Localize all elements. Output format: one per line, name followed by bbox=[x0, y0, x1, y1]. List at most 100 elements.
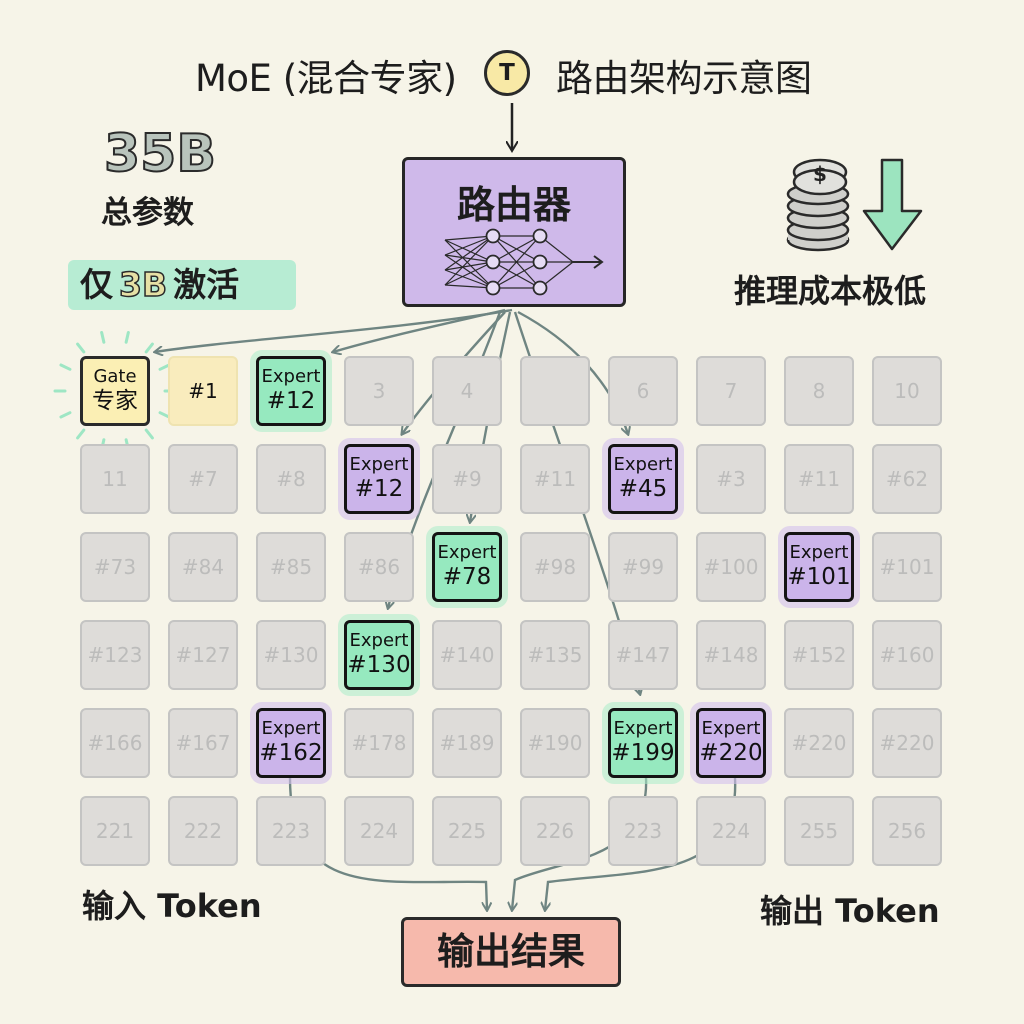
expert-cell: #84 bbox=[168, 532, 238, 602]
down-arrow-icon bbox=[862, 158, 923, 251]
neural-network-icon bbox=[444, 228, 604, 296]
expert-cell: 7 bbox=[696, 356, 766, 426]
cell-title: Gate bbox=[93, 366, 137, 388]
expert-cell: 223 bbox=[608, 796, 678, 866]
expert-cell: 224 bbox=[344, 796, 414, 866]
expert-cell: #62 bbox=[872, 444, 942, 514]
expert-cell: #8 bbox=[256, 444, 326, 514]
expert-cell: #220 bbox=[872, 708, 942, 778]
expert-cell: 221 bbox=[80, 796, 150, 866]
token-icon: T bbox=[484, 50, 530, 96]
expert-cell: 10 bbox=[872, 356, 942, 426]
expert-cell: #178 bbox=[344, 708, 414, 778]
expert-cell: #11 bbox=[520, 444, 590, 514]
title-prefix: MoE (混合专家) bbox=[195, 57, 457, 100]
expert-cell: 3 bbox=[344, 356, 414, 426]
arrow-to-expert-12a bbox=[333, 308, 506, 352]
expert-cell: #98 bbox=[520, 532, 590, 602]
active-expert-cell: Expert#130 bbox=[344, 620, 414, 690]
expert-cell: #7 bbox=[168, 444, 238, 514]
router-box: 路由器 bbox=[402, 157, 626, 307]
gate-ray bbox=[144, 428, 154, 440]
expert-cell: #160 bbox=[872, 620, 942, 690]
expert-cell: #130 bbox=[256, 620, 326, 690]
cell-id: #12 bbox=[354, 476, 404, 502]
expert-cell: #73 bbox=[80, 532, 150, 602]
gate-ray bbox=[158, 363, 171, 371]
active-expert-cell: Expert#12 bbox=[256, 356, 326, 426]
token-glyph: T bbox=[499, 60, 515, 86]
gate-ray bbox=[76, 342, 86, 354]
gate-ray bbox=[144, 342, 154, 354]
expert-cell: #123 bbox=[80, 620, 150, 690]
cell-id: #45 bbox=[618, 476, 668, 502]
cell-id: #78 bbox=[442, 564, 492, 590]
expert-cell: 223 bbox=[256, 796, 326, 866]
gate-ray bbox=[100, 331, 106, 344]
active-expert-cell: Expert#12 bbox=[344, 444, 414, 514]
expert-cell: #166 bbox=[80, 708, 150, 778]
active-expert-cell: Expert#78 bbox=[432, 532, 502, 602]
gate-ray bbox=[76, 428, 86, 440]
expert-cell: #86 bbox=[344, 532, 414, 602]
cell-id: #199 bbox=[611, 740, 675, 766]
expert-cell: 6 bbox=[608, 356, 678, 426]
cell-title: Expert bbox=[349, 454, 409, 476]
expert-cell: #1 bbox=[168, 356, 238, 426]
cell-id: #12 bbox=[266, 388, 316, 414]
expert-cell: #148 bbox=[696, 620, 766, 690]
expert-cell: #85 bbox=[256, 532, 326, 602]
cell-id: #162 bbox=[259, 740, 323, 766]
router-label: 路由器 bbox=[456, 183, 571, 227]
expert-cell bbox=[520, 356, 590, 426]
activated-value: 3B bbox=[118, 264, 168, 305]
cell-id: 专家 bbox=[92, 388, 138, 414]
expert-cell: #220 bbox=[784, 708, 854, 778]
active-expert-cell: Expert#162 bbox=[256, 708, 326, 778]
expert-cell: #127 bbox=[168, 620, 238, 690]
coin-symbol: $ bbox=[813, 162, 827, 186]
expert-cell: #189 bbox=[432, 708, 502, 778]
cell-title: Expert bbox=[261, 366, 321, 388]
cell-title: Expert bbox=[349, 630, 409, 652]
expert-cell: #11 bbox=[784, 444, 854, 514]
expert-cell: 225 bbox=[432, 796, 502, 866]
cell-title: Expert bbox=[613, 454, 673, 476]
input-token-label: 输入 Token bbox=[82, 887, 262, 925]
gate-ray bbox=[124, 331, 130, 344]
gate-ray bbox=[59, 411, 72, 419]
output-token-label: 输出 Token bbox=[760, 892, 940, 930]
expert-cell: #152 bbox=[784, 620, 854, 690]
cost-label: 推理成本极低 bbox=[734, 272, 927, 310]
expert-cell: 11 bbox=[80, 444, 150, 514]
gate-ray bbox=[158, 411, 171, 419]
cell-id: #220 bbox=[699, 740, 763, 766]
cell-title: Expert bbox=[701, 718, 761, 740]
expert-cell: #9 bbox=[432, 444, 502, 514]
expert-cell: 8 bbox=[784, 356, 854, 426]
title-suffix: 路由架构示意图 bbox=[556, 57, 812, 100]
activated-suffix: 激活 bbox=[173, 265, 240, 304]
total-params-label: 总参数 bbox=[101, 195, 194, 231]
expert-cell: #3 bbox=[696, 444, 766, 514]
expert-cell: 4 bbox=[432, 356, 502, 426]
expert-cell: #167 bbox=[168, 708, 238, 778]
expert-cell: #190 bbox=[520, 708, 590, 778]
activated-prefix: 仅 bbox=[80, 265, 113, 304]
expert-cell: #147 bbox=[608, 620, 678, 690]
expert-cell: 255 bbox=[784, 796, 854, 866]
expert-cell: 222 bbox=[168, 796, 238, 866]
active-expert-cell: Expert#199 bbox=[608, 708, 678, 778]
cell-title: Expert bbox=[789, 542, 849, 564]
expert-cell: #135 bbox=[520, 620, 590, 690]
expert-cell: #99 bbox=[608, 532, 678, 602]
cell-id: #130 bbox=[347, 652, 411, 678]
expert-cell: 256 bbox=[872, 796, 942, 866]
expert-cell: #140 bbox=[432, 620, 502, 690]
expert-cell: 226 bbox=[520, 796, 590, 866]
expert-cell: 224 bbox=[696, 796, 766, 866]
arrow-to-gate bbox=[155, 308, 513, 352]
total-params-value: 35B bbox=[103, 123, 217, 185]
